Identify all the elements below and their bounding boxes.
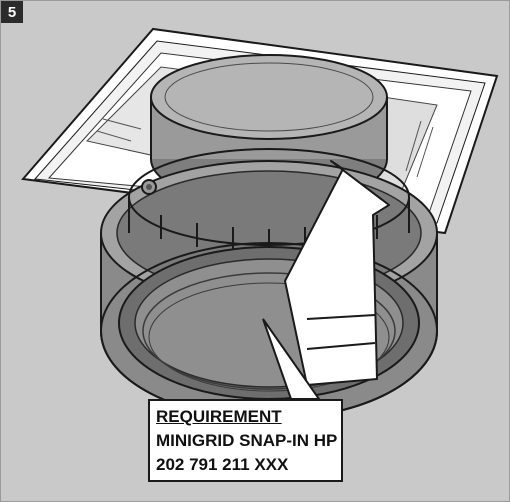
requirement-product: MINIGRID SNAP-IN HP — [156, 431, 338, 450]
up-arrow-icon — [284, 160, 390, 386]
requirement-code: 202 791 211 XXX — [156, 455, 289, 474]
requirement-callout: REQUIREMENT MINIGRID SNAP-IN HP 202 791 … — [148, 399, 343, 482]
fixture-body — [100, 148, 438, 420]
requirement-title: REQUIREMENT — [156, 407, 282, 426]
step-number-badge: 5 — [1, 1, 23, 23]
